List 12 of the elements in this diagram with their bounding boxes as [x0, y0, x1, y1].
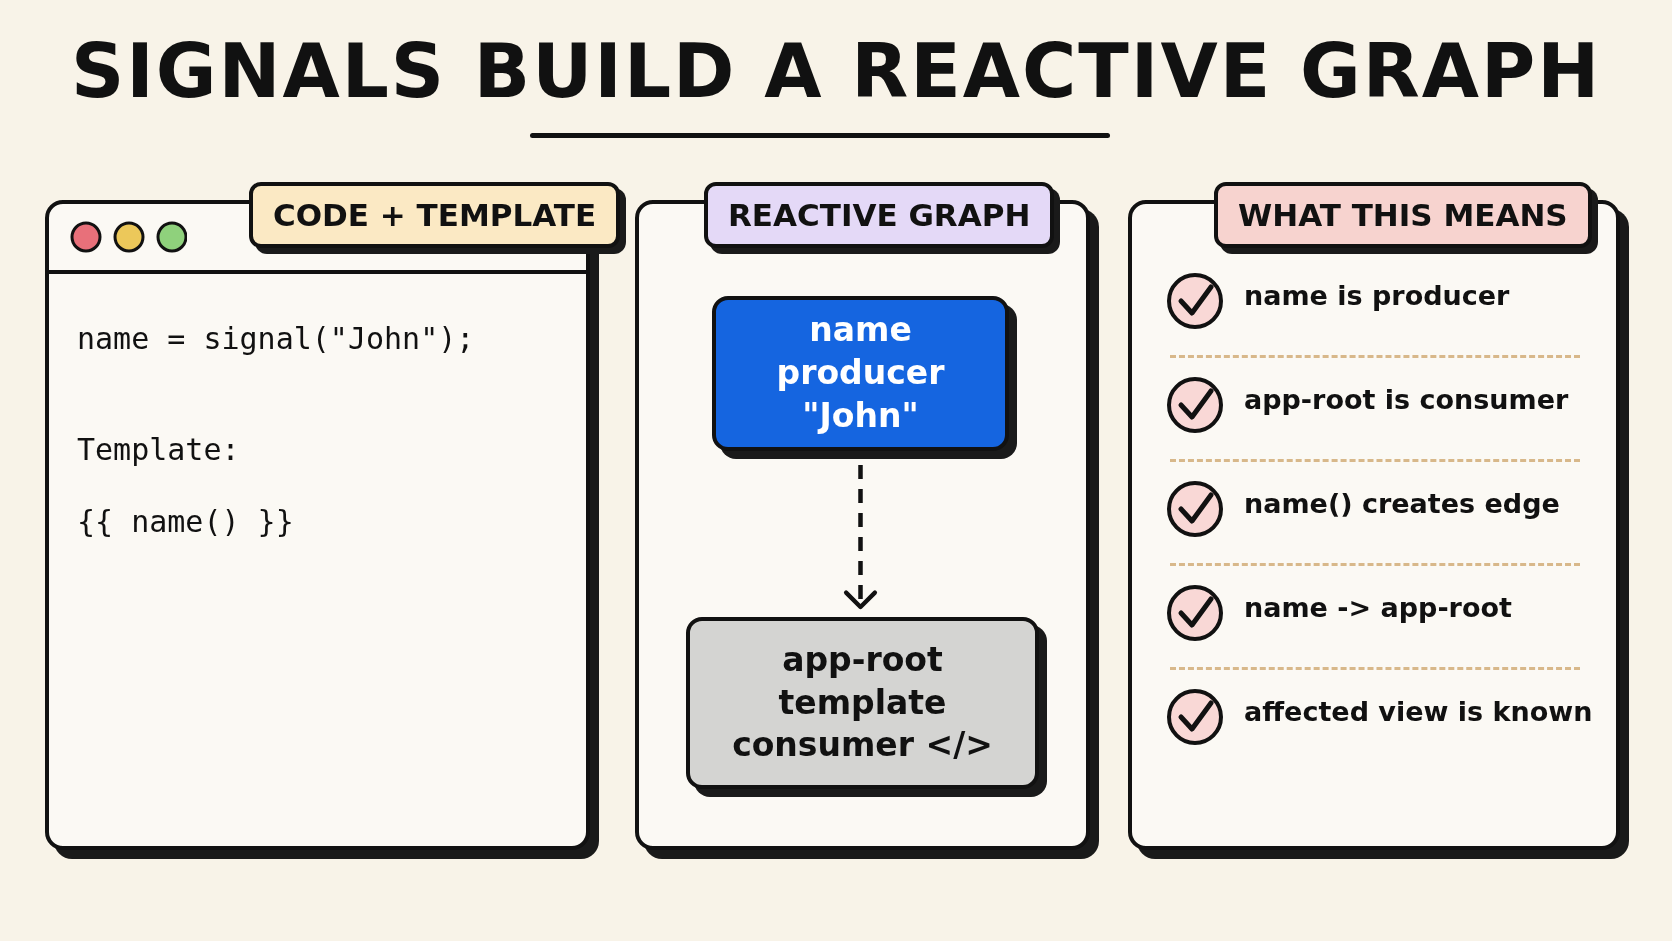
node-label: app-root template consumer </> [731, 638, 994, 767]
checklist-item: name -> app-root [1244, 592, 1512, 623]
code-line: name = signal("John"); [77, 321, 475, 356]
checklist-item: affected view is known [1244, 696, 1593, 727]
checklist-item: name is producer [1244, 280, 1510, 311]
title: SIGNALS BUILD A REACTIVE GRAPH [69, 28, 1603, 114]
code-line: Template: [77, 432, 240, 467]
checklist-item: app-root is consumer [1244, 384, 1569, 415]
dashed-arrow [843, 465, 878, 610]
code-line: {{ name() }} [77, 504, 294, 539]
node-label: name producer "John" [775, 309, 946, 437]
checklist-item: name() creates edge [1244, 488, 1560, 519]
